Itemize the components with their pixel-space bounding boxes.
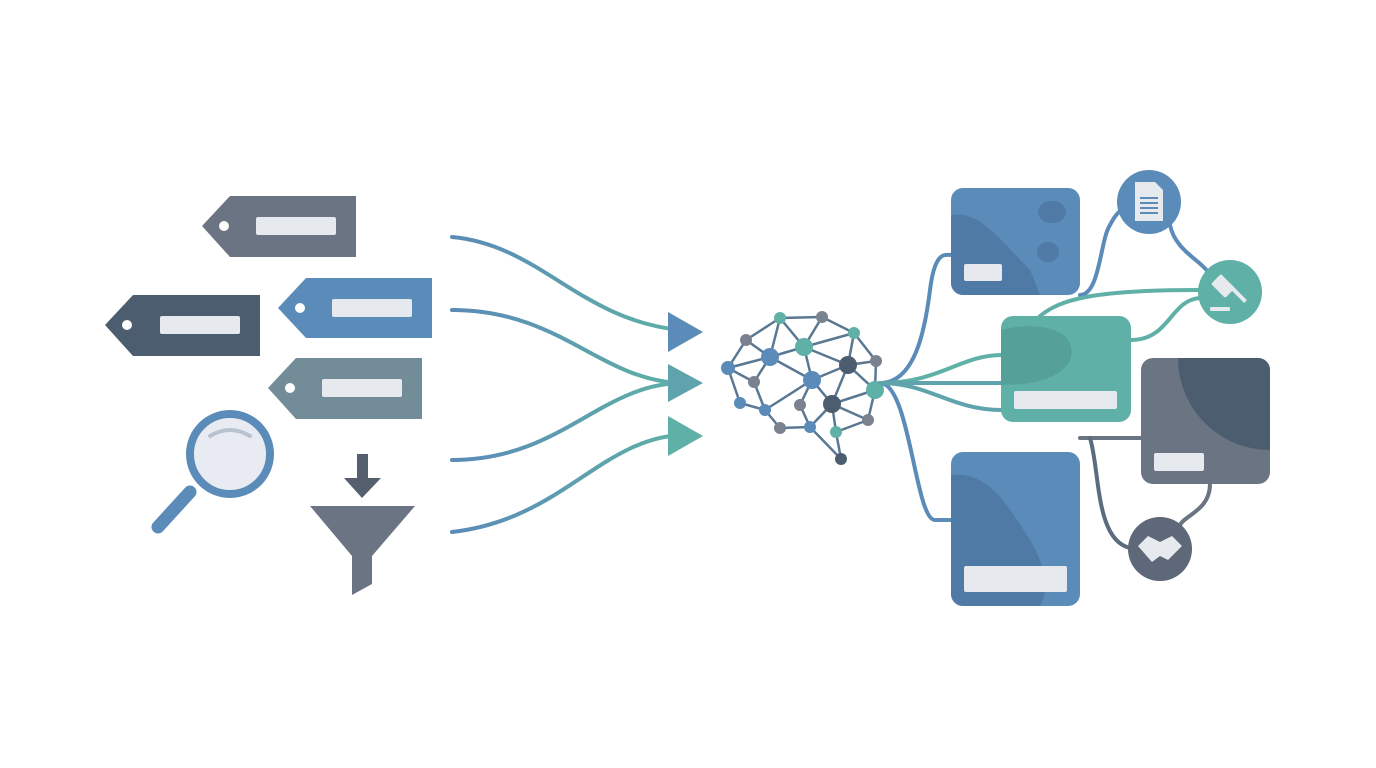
document-icon xyxy=(1117,170,1181,234)
network-node xyxy=(835,453,847,465)
content-card-blue-top xyxy=(951,188,1080,295)
arrowhead-icon xyxy=(668,312,703,352)
tag-icon xyxy=(268,358,422,419)
network-node xyxy=(816,311,828,323)
network-node xyxy=(761,348,779,366)
network-node xyxy=(848,327,860,339)
network-node xyxy=(839,356,857,374)
network-node xyxy=(734,397,746,409)
network-edge xyxy=(779,315,823,320)
flow-arrow xyxy=(450,381,682,462)
network-edge xyxy=(809,426,842,460)
flow-arrows xyxy=(450,235,682,534)
network-node xyxy=(830,426,842,438)
network-edge xyxy=(764,378,813,412)
arrowhead-icon xyxy=(668,416,703,456)
network-node xyxy=(870,355,882,367)
down-arrow-icon xyxy=(344,454,381,498)
flow-arrow xyxy=(450,308,682,385)
network-node xyxy=(774,422,786,434)
arrowheads xyxy=(668,312,703,456)
network-edge xyxy=(745,316,781,342)
arrowhead-icon xyxy=(668,364,703,402)
network-node xyxy=(862,414,874,426)
network-node xyxy=(774,312,786,324)
network-node xyxy=(721,361,735,375)
tag-icon xyxy=(278,278,432,338)
network-node xyxy=(795,338,813,356)
network-node xyxy=(866,381,884,399)
content-card-teal xyxy=(1001,316,1131,422)
network-node xyxy=(794,399,806,411)
funnel-icon xyxy=(310,506,415,595)
content-card-blue-bottom xyxy=(951,452,1080,606)
network-node xyxy=(740,334,752,346)
network-node xyxy=(748,376,760,388)
network-node xyxy=(803,371,821,389)
gavel-icon xyxy=(1198,260,1262,324)
neural-network-brain-icon xyxy=(721,311,884,465)
magnifier-icon xyxy=(151,410,274,534)
network-node xyxy=(759,404,771,416)
flow-arrow xyxy=(450,433,682,534)
content-card-gray xyxy=(1141,358,1270,484)
network-node xyxy=(823,395,841,413)
tag-icon xyxy=(105,295,260,356)
flow-arrow xyxy=(450,235,682,332)
network-node xyxy=(804,421,816,433)
handshake-icon xyxy=(1128,517,1192,581)
tag-icon xyxy=(202,196,356,257)
